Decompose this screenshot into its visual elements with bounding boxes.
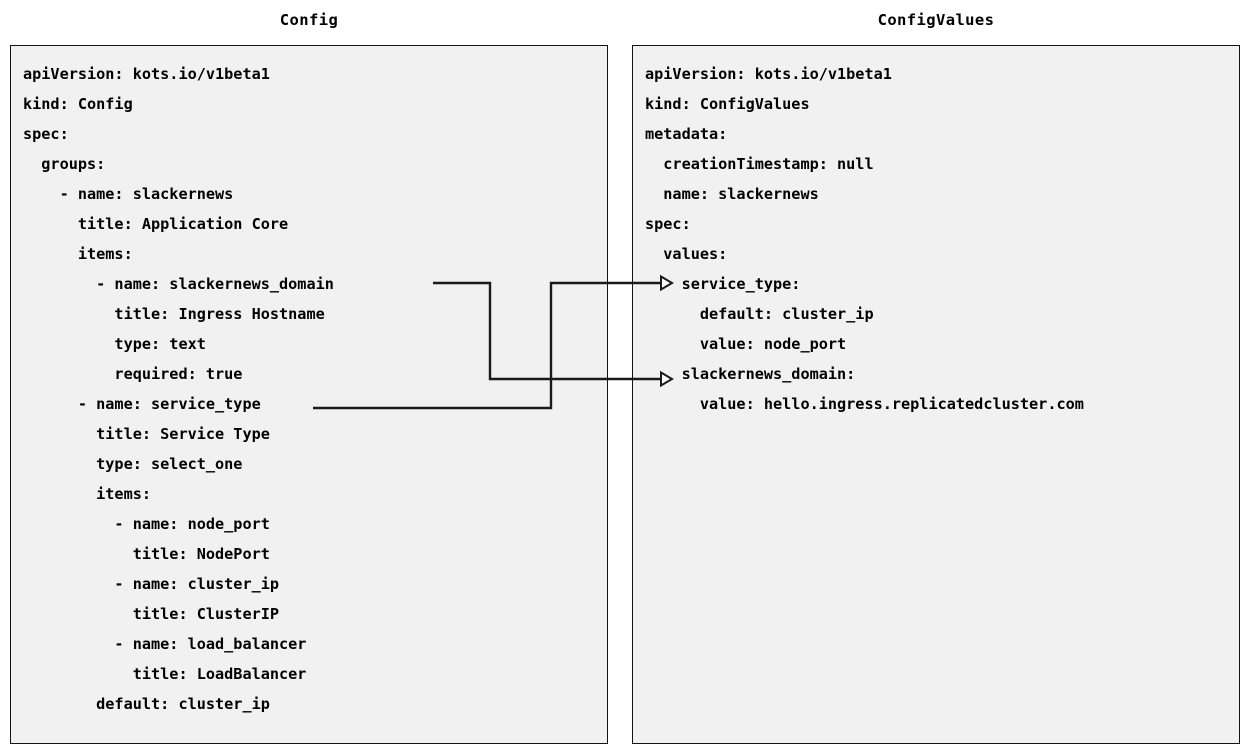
code-line: values: [645,245,728,263]
code-line: service_type: [645,275,801,293]
code-line: items: [23,485,152,503]
config-panel-title: Config [279,11,339,29]
code-line: value: node_port [645,335,847,353]
code-line: apiVersion: kots.io/v1beta1 [645,65,892,83]
code-line: creationTimestamp: null [645,155,874,173]
config-panel: apiVersion: kots.io/v1beta1 kind: Config s… [10,45,608,744]
code-line: - name: service_type [23,395,261,413]
config-yaml-code: apiVersion: kots.io/v1beta1 kind: Config s… [11,59,607,719]
code-line: title: NodePort [23,545,270,563]
code-line: kind: ConfigValues [645,95,810,113]
configvalues-yaml-code: apiVersion: kots.io/v1beta1 kind: ConfigV… [633,59,1239,419]
code-line: - name: slackernews [23,185,234,203]
configvalues-panel: apiVersion: kots.io/v1beta1 kind: ConfigV… [632,45,1240,744]
code-line: - name: cluster_ip [23,575,280,593]
code-line: title: LoadBalancer [23,665,307,683]
code-line: title: Ingress Hostname [23,305,325,323]
code-line: groups: [23,155,106,173]
code-line: spec: [645,215,691,233]
code-line: apiVersion: kots.io/v1beta1 [23,65,270,83]
code-line: title: ClusterIP [23,605,280,623]
code-line: metadata: [645,125,728,143]
code-line: - name: node_port [23,515,270,533]
code-line: - name: load_balancer [23,635,307,653]
code-line: value: hello.ingress.replicatedcluster.c… [645,395,1084,413]
code-line: title: Application Core [23,215,289,233]
code-line: default: cluster_ip [645,305,874,323]
code-line: name: slackernews [645,185,819,203]
code-line: - name: slackernews_domain [23,275,334,293]
code-line: spec: [23,125,69,143]
code-line: required: true [23,365,243,383]
code-line: title: Service Type [23,425,270,443]
code-line: items: [23,245,133,263]
code-line: default: cluster_ip [23,695,270,713]
code-line: slackernews_domain: [645,365,856,383]
configvalues-panel-title: ConfigValues [877,11,995,29]
code-line: type: text [23,335,206,353]
code-line: kind: Config [23,95,133,113]
code-line: type: select_one [23,455,243,473]
